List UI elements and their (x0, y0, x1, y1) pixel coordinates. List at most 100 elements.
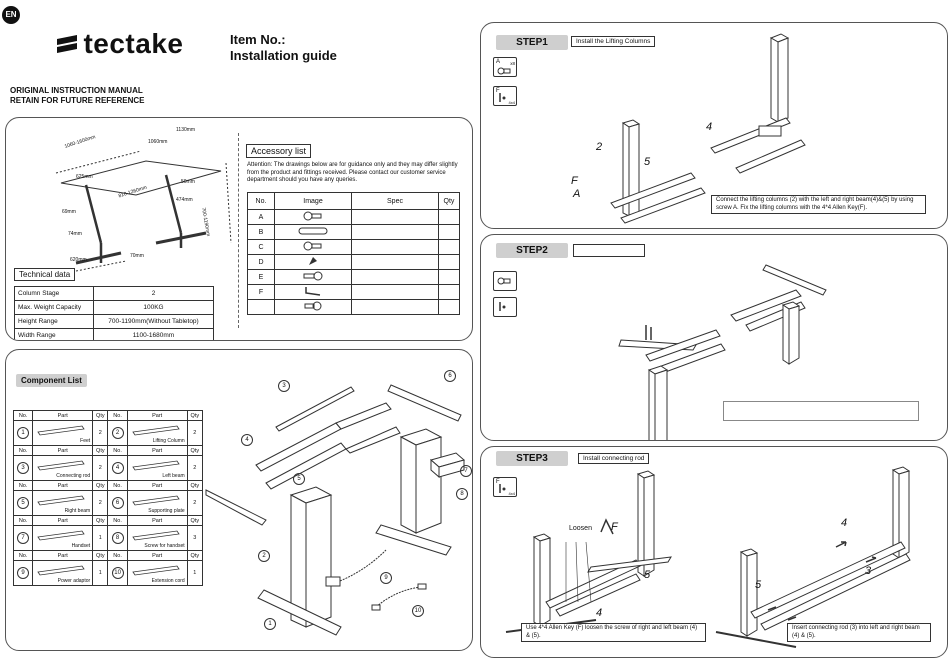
callout-4: 4 (241, 434, 253, 446)
part-number: 2 (111, 427, 124, 439)
tectake-logo-icon (57, 35, 77, 53)
loosen-label: Loosen (569, 525, 592, 532)
dim-label: 620mm (70, 257, 87, 263)
allen-key-icon (305, 287, 321, 296)
step1-note: Connect the lifting columns (2) with the… (711, 195, 926, 214)
callout-5: 5 (644, 569, 651, 581)
item-no: Item No.: (230, 32, 286, 47)
callout-2: 2 (258, 550, 270, 562)
allen-key-icon (499, 93, 506, 102)
section-divider (238, 133, 239, 328)
step3-note-left: Use 4*4 Allen Key (F) loosen the screw o… (521, 623, 706, 642)
step3-title: Install connecting rod (578, 453, 650, 464)
step1-drawing (610, 33, 806, 224)
component-list-title: Component List (16, 374, 87, 387)
part-name: Extension cord (151, 578, 185, 584)
step1-panel: STEP1 Install the Lifting Columns A x8 F… (480, 22, 948, 229)
screw-icon (303, 271, 323, 281)
step3-note-right: Insert connecting rod (3) into left and … (787, 623, 931, 642)
table-row: D (247, 254, 460, 270)
callout-4: 4 (596, 607, 603, 619)
part-qty: 2 (186, 455, 204, 481)
part-number: 10 (111, 567, 124, 579)
dim-label: 1130mm (176, 127, 196, 133)
part-qty: 2 (92, 490, 109, 516)
callout-5: 5 (293, 473, 305, 485)
screw-icon (303, 211, 322, 221)
dim-label: 50mm (181, 179, 195, 185)
callout-f: F (571, 175, 578, 187)
part-qty: 3 (186, 525, 204, 551)
part-qty: 1 (92, 560, 109, 586)
part-qty: 2 (186, 490, 204, 516)
part-sketch-icon (37, 425, 85, 436)
part-sketch-icon (37, 495, 85, 506)
brand-name: tectake (83, 28, 184, 59)
overview-panel: 1060-1600mm 1060mm 1130mm 625mm 810-1260… (5, 117, 473, 341)
step3-tag: STEP3 (496, 451, 568, 466)
part-sketch-icon (131, 495, 180, 506)
step3-drawing (505, 466, 911, 648)
callout-5: 5 (755, 579, 762, 591)
callout-f: F (611, 521, 618, 533)
part-name: Right beam (64, 508, 91, 514)
guide-title: Installation guide (230, 48, 337, 63)
part-name: Connecting rod (56, 473, 91, 479)
technical-data-title: Technical data (14, 268, 76, 281)
part-name: Power adaptor (57, 578, 91, 584)
step2-drawing (618, 264, 827, 440)
callout-5: 5 (644, 156, 651, 168)
table-row: No. Image Spec Qty (247, 192, 460, 210)
bolt-icon (298, 227, 328, 235)
callout-1: 1 (264, 618, 276, 630)
part-sketch-icon (131, 530, 180, 541)
callout-9: 9 (380, 572, 392, 584)
screw-icon (497, 67, 511, 75)
part-number: 6 (111, 497, 124, 509)
allen-key-icon (499, 484, 506, 493)
screw-icon-box (493, 271, 517, 291)
part-qty: 2 (186, 420, 204, 446)
callout-3: 3 (278, 380, 290, 392)
part-sketch-icon (37, 460, 85, 471)
table-row: E (247, 269, 460, 285)
callout-8: 8 (456, 488, 468, 500)
part-number: 3 (17, 462, 30, 474)
step2-note-box (723, 401, 919, 421)
part-sketch-icon (131, 425, 180, 436)
part-sketch-icon (131, 565, 180, 576)
allen-key-f-icon-box: F 4x4 (493, 86, 517, 106)
callout-3: 3 (865, 565, 872, 577)
part-name: Left beam (162, 473, 185, 479)
part-qty: 1 (186, 560, 204, 586)
callout-a: A (573, 188, 581, 200)
part-qty: 2 (92, 420, 109, 446)
screw-icon (303, 241, 322, 251)
callout-4: 4 (841, 517, 848, 529)
callout-6: 6 (444, 370, 456, 382)
accessory-list-title: Accessory list (246, 144, 312, 158)
part-number: 8 (111, 532, 124, 544)
part-number: 5 (17, 497, 30, 509)
lang-badge: EN (2, 6, 20, 24)
part-name: Feet (80, 438, 91, 444)
manual-line-2: RETAIN FOR FUTURE REFERENCE (10, 96, 145, 105)
allen-key-icon (499, 302, 506, 311)
step1-tag: STEP1 (496, 35, 568, 50)
step2-panel: STEP2 (480, 234, 948, 441)
accessory-table: No. Image Spec Qty A B C D E F (247, 192, 460, 315)
dim-label: 1060mm (148, 139, 168, 145)
part-name: Handset (71, 543, 91, 549)
cable-clip-icon (309, 257, 317, 265)
table-row: F (247, 284, 460, 300)
screw-icon (497, 277, 511, 285)
